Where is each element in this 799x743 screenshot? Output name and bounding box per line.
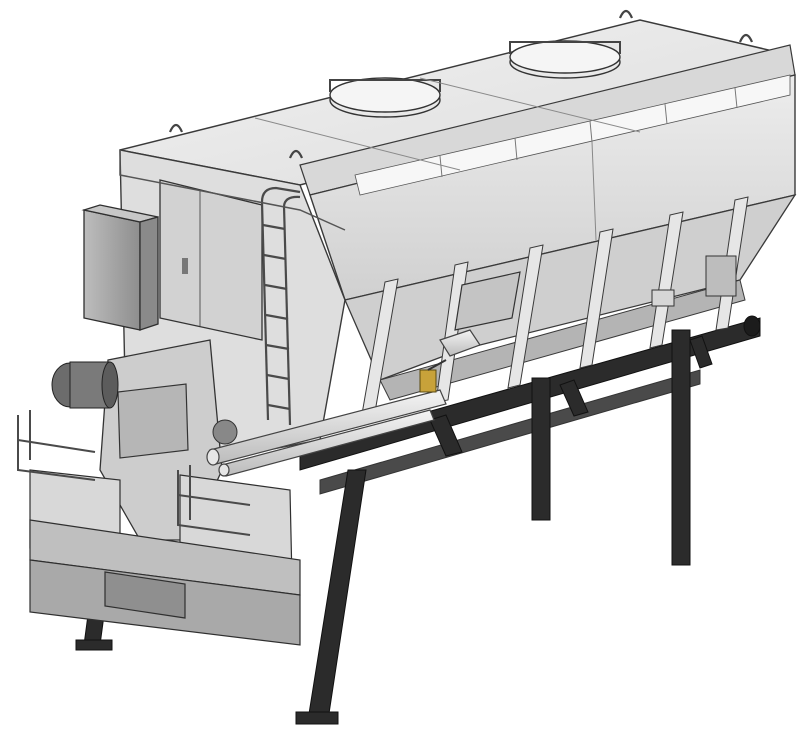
access-ladder — [260, 186, 301, 426]
flange-round — [212, 419, 238, 445]
window-dividers — [439, 87, 738, 178]
feeder-units — [29, 469, 301, 646]
valve — [419, 359, 447, 393]
right-end-brackets — [651, 255, 737, 307]
hopper-window-strip — [354, 74, 791, 196]
leg-back-mid — [531, 377, 551, 521]
chute-access-panel — [117, 383, 189, 459]
support-frame — [75, 315, 761, 725]
lifting-lugs — [168, 9, 754, 159]
feeder-railings — [17, 410, 251, 536]
top-edge-rail — [119, 150, 346, 231]
leg-left-foot — [75, 639, 113, 651]
slope-inspection-hatch — [454, 271, 521, 331]
manhole-cover-1 — [329, 77, 441, 118]
drive-motor — [51, 361, 119, 409]
brace-3 — [689, 335, 713, 369]
door-handle — [182, 258, 188, 274]
control-cabinet — [81, 204, 159, 331]
brace-1 — [429, 414, 463, 457]
beam-end-cap — [743, 315, 761, 337]
service-door — [159, 179, 263, 341]
side-panel-seam — [591, 141, 597, 241]
hopper-bottom-trough — [379, 279, 746, 401]
brace-2 — [559, 379, 589, 417]
conveyor-pipes — [206, 329, 481, 477]
top-seams — [254, 77, 641, 171]
leg-front-foot — [295, 711, 339, 725]
manhole-cover-2 — [509, 40, 621, 79]
main-beam — [299, 317, 761, 471]
leg-back-right — [671, 329, 691, 566]
